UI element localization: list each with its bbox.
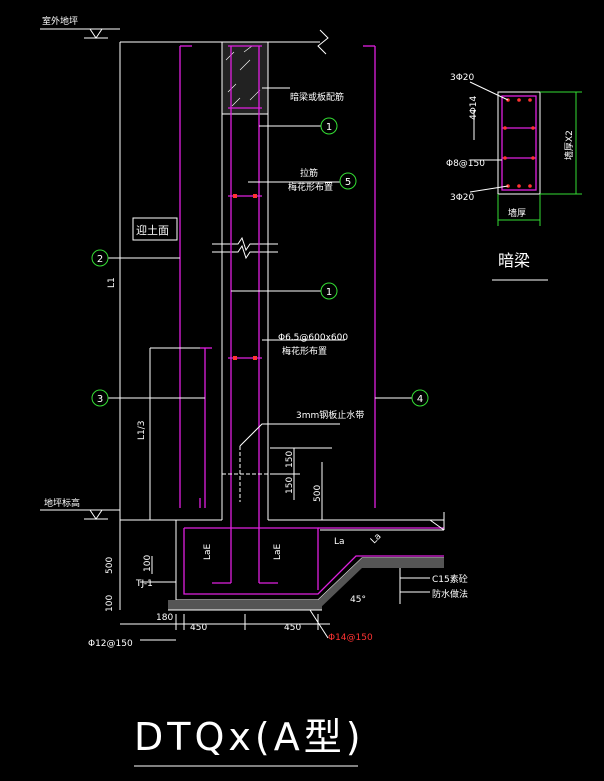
bubble-2: 2: [91, 249, 180, 267]
wall-rebar: [179, 45, 376, 583]
outdoor-grade-marker: 室外地坪: [40, 15, 120, 39]
slab-top-label: 地坪标高: [44, 497, 80, 509]
bubble-1-mid: 1: [231, 282, 338, 300]
dim-500-left: 500: [105, 557, 115, 574]
slope-bedding-hatch: [318, 558, 444, 610]
wall: [212, 29, 329, 520]
dim-150-upper: 150: [285, 451, 295, 468]
rebar-right-label: Φ14@150: [328, 633, 373, 643]
bubble-3: 3: [91, 389, 205, 407]
svg-text:3: 3: [97, 394, 103, 405]
top-bar-label: 3Φ20: [450, 73, 475, 83]
mesh-sub-label: 梅花形布置: [282, 345, 327, 357]
lae-left-label: LaE: [203, 543, 213, 560]
bubble-1-top: 1: [259, 117, 338, 135]
stirrup-label: Φ8@150: [446, 159, 485, 169]
svg-text:1: 1: [326, 287, 332, 298]
c15-label: C15素砼: [432, 573, 468, 585]
waterproof-label: 防水做法: [432, 588, 468, 600]
outdoor-grade-label: 室外地坪: [42, 15, 78, 27]
dim-500-right: 500: [313, 485, 323, 502]
svg-text:2: 2: [97, 254, 103, 265]
tj-label: TJ-1: [135, 579, 153, 589]
concealed-beam-section: 3Φ20 4Φ14 Φ8@150 3Φ20 墙厚X2 墙厚 暗梁: [446, 73, 582, 281]
section-height-label: 墙厚X2: [563, 130, 575, 160]
tie-bar-label: 拉筋: [300, 167, 318, 179]
svg-text:4: 4: [417, 394, 423, 405]
bubble-5: 5: [339, 172, 357, 190]
waterstop-label: 3mm钢板止水带: [296, 409, 364, 421]
bedding-hatch: [168, 600, 322, 610]
bottom-bar-label: 3Φ20: [450, 193, 475, 203]
svg-text:1: 1: [326, 122, 332, 133]
tie-bar-sub-label: 梅花形布置: [288, 181, 333, 193]
concealed-beam-note: 暗梁或板配筋: [290, 91, 344, 103]
drawing-title: DTQx(A型): [134, 715, 365, 759]
rebar-left-label: Φ12@150: [88, 639, 133, 649]
la-slope-label: La: [369, 532, 384, 547]
side-bars-label: 4Φ14: [469, 95, 479, 120]
earth-face-label: 迎土面: [136, 224, 169, 237]
footing: [120, 512, 445, 611]
bubble-4: 4: [375, 389, 429, 407]
section-name: 暗梁: [498, 251, 530, 270]
lae-right-label: LaE: [273, 543, 283, 560]
concealed-beam-hatch: [221, 41, 269, 115]
dim-100-upper: 100: [143, 555, 153, 572]
l1-third-label: L1/3: [137, 421, 147, 441]
dim-100-lower: 100: [105, 595, 115, 612]
dim-180: 180: [156, 613, 173, 623]
la-slab-label: La: [334, 537, 345, 547]
section-width-label: 墙厚: [508, 207, 526, 219]
svg-text:5: 5: [345, 177, 351, 188]
dim-150-lower: 150: [285, 477, 295, 494]
dim-450-right: 450: [284, 623, 301, 633]
slab-top-marker: 地坪标高: [40, 497, 120, 520]
l1-label: L1: [107, 277, 117, 288]
angle-label: 45°: [350, 595, 366, 605]
dim-450-left: 450: [190, 623, 207, 633]
earth-face-box: [132, 217, 178, 241]
mesh-label: Φ6.5@600x600: [278, 333, 348, 343]
